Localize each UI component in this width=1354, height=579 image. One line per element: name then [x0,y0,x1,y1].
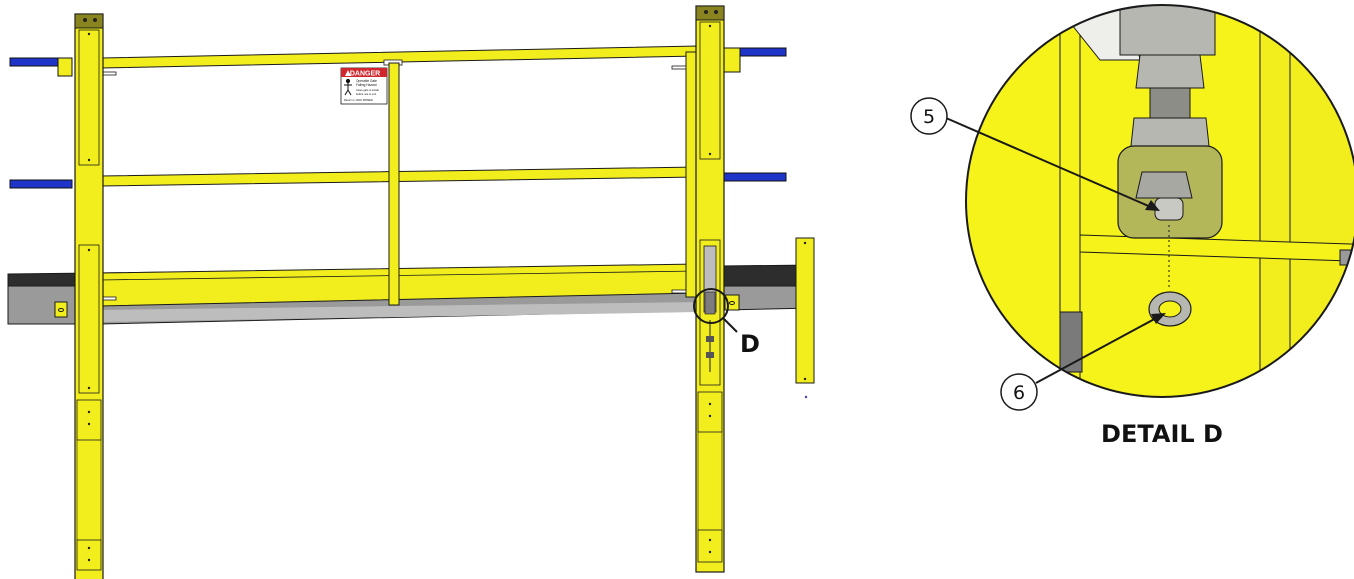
callout-6-number: 6 [1013,382,1025,404]
callout-5: 5 [910,97,1160,211]
main-view: DANGER Operable Gate Falling Hazard Clos… [7,5,815,579]
detail-frame [965,4,1354,398]
danger-sign-line4: before use or exit [356,92,376,96]
gate-center-vertical [388,62,400,306]
detail-view: 5 6 DETAIL D [910,4,1354,448]
pin-marks [101,65,687,301]
detail-d-callout: D [693,288,760,358]
detail-d-callout-letter: D [740,330,760,358]
danger-sign-header: DANGER [350,71,380,78]
hazard-pictogram [344,78,352,96]
callout-5-number: 5 [923,106,935,128]
detail-title: DETAIL D [1101,420,1223,448]
callout-6: 6 [1000,313,1166,411]
danger-sign-line2: Falling Hazard [356,83,377,87]
danger-sign-line1: Operable Gate [356,79,377,83]
danger-sign-line3: Close gate to install [356,88,379,92]
loose-post-panel [795,237,815,399]
gate-right-vertical [685,51,697,298]
danger-sign-line5: Return to 100% PRIMED [344,98,373,102]
blue-rails [9,47,787,189]
left-post [74,13,104,579]
danger-sign: DANGER Operable Gate Falling Hazard Clos… [340,67,388,105]
